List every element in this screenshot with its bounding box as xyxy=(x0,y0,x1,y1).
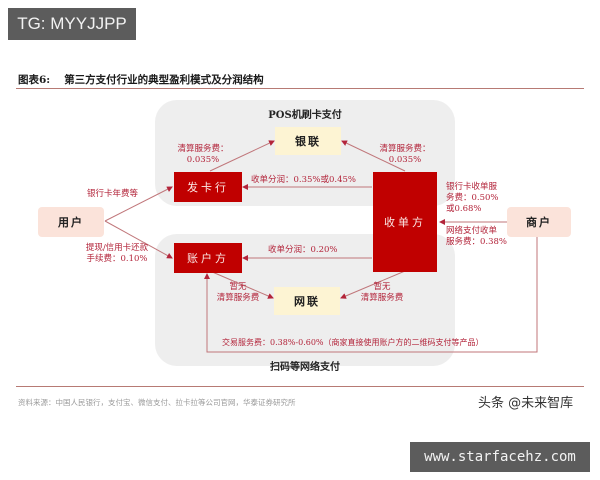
label-issuer-unionpay: 清算服务费： 0.035% xyxy=(168,144,238,166)
label-merchant-acquirer-net-line1: 网络支付收单 xyxy=(446,226,498,236)
label-merchant-acquirer-net: 网络支付收单 服务费：0.38% xyxy=(446,226,507,248)
node-account: 账户方 xyxy=(174,243,242,273)
label-acquirer-account: 收单分润：0.20% xyxy=(268,245,338,255)
label-merchant-acquirer-bank: 银行卡收单服 务费：0.50% 或0.68% xyxy=(446,182,499,215)
label-user-account-line1: 提现/信用卡还款 xyxy=(85,243,149,253)
node-user: 用户 xyxy=(38,207,104,237)
label-account-netsunion-line2: 清算服务费 xyxy=(216,293,260,303)
node-issuer: 发卡行 xyxy=(174,172,242,202)
node-acquirer: 收单方 xyxy=(373,172,437,272)
figure-title-text: 第三方支付行业的典型盈利模式及分润结构 xyxy=(64,74,264,86)
label-user-account: 提现/信用卡还款 手续费：0.10% xyxy=(76,243,158,265)
figure-title: 图表6: 第三方支付行业的典型盈利模式及分润结构 xyxy=(18,72,264,87)
source-rule xyxy=(16,386,584,387)
label-acquirer-unionpay: 清算服务费： 0.035% xyxy=(370,144,440,166)
node-merchant: 商户 xyxy=(507,207,571,237)
label-account-netsunion-line1: 暂无 xyxy=(229,282,247,292)
label-acquirer-unionpay-line1: 清算服务费： xyxy=(379,144,431,154)
label-acquirer-issuer: 收单分润：0.35%或0.45% xyxy=(251,175,357,185)
title-rule xyxy=(16,88,584,89)
label-account-netsunion: 暂无 清算服务费 xyxy=(208,282,268,304)
label-acquirer-netsunion-line2: 清算服务费 xyxy=(360,293,404,303)
figure-source: 资料来源：中国人民银行，支付宝、微信支付、拉卡拉等公司官网，华泰证券研究所 xyxy=(18,398,296,407)
watermark-badge-tg: TG: MYYJJPP xyxy=(8,8,136,40)
label-issuer-unionpay-line2: 0.035% xyxy=(186,155,220,165)
label-merchant-acquirer-bank-line3: 或0.68% xyxy=(446,204,482,214)
label-merchant-account: 交易服务费：0.38%-0.60%（商家直接使用账户方的二维码支付等产品） xyxy=(222,338,484,347)
node-netsunion: 网联 xyxy=(274,287,340,315)
watermark-url-badge: www.starfacehz.com xyxy=(410,442,590,472)
label-merchant-acquirer-bank-line2: 务费：0.50% xyxy=(446,193,499,203)
label-merchant-acquirer-bank-line1: 银行卡收单服 xyxy=(446,182,498,192)
label-user-account-line2: 手续费：0.10% xyxy=(86,254,148,264)
label-acquirer-netsunion-line1: 暂无 xyxy=(373,282,391,292)
label-merchant-acquirer-net-line2: 服务费：0.38% xyxy=(446,237,508,247)
panel-online-label: 扫码等网络支付 xyxy=(270,362,340,373)
panel-pos-label: POS机刷卡支付 xyxy=(268,110,342,121)
watermark-toutiao: 头条 @未来智库 xyxy=(478,396,574,411)
node-unionpay: 银联 xyxy=(275,127,341,155)
label-acquirer-unionpay-line2: 0.035% xyxy=(388,155,422,165)
label-issuer-unionpay-line1: 清算服务费： xyxy=(177,144,229,154)
figure-number: 图表6: xyxy=(18,74,51,86)
label-acquirer-netsunion: 暂无 清算服务费 xyxy=(352,282,412,304)
label-user-issuer: 银行卡年费等 xyxy=(87,189,139,199)
